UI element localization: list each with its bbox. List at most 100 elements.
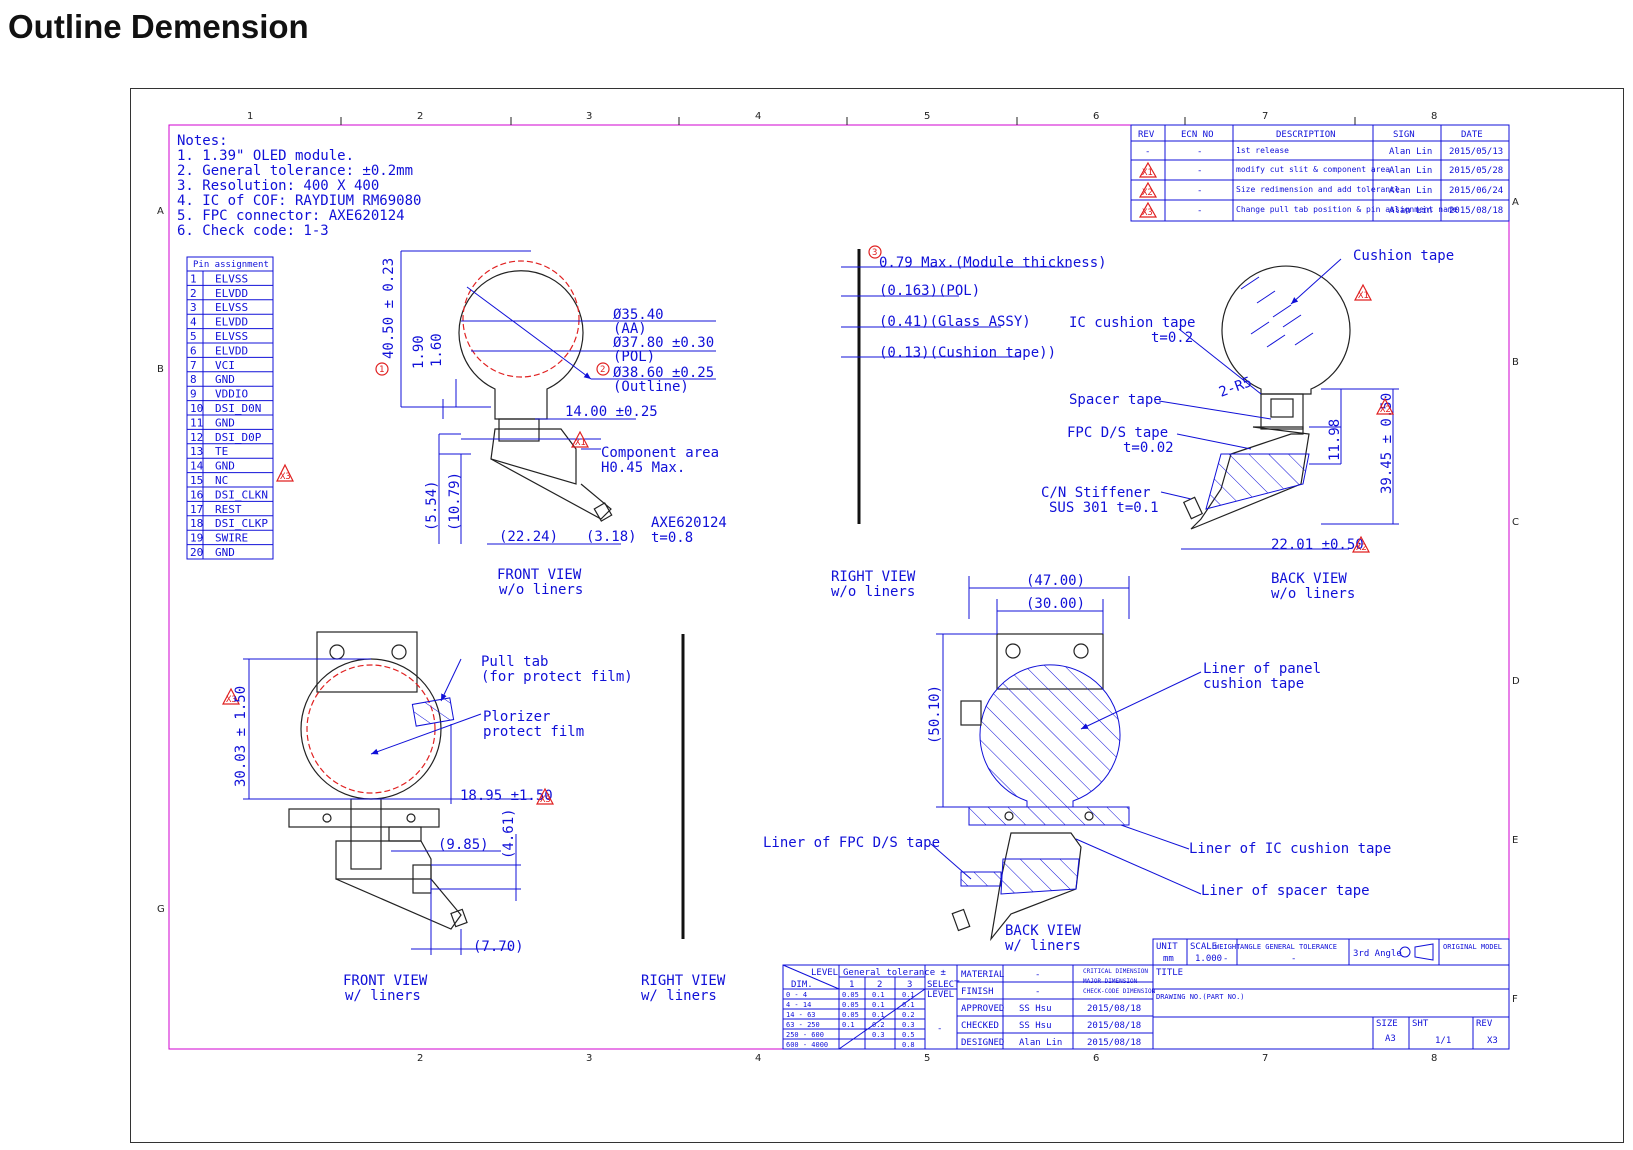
pull-tab-label: Pull tab xyxy=(481,654,548,670)
notes: Notes: 1. 1.39" OLED module. 2. General … xyxy=(177,133,421,239)
pin-signal: ELVDD xyxy=(215,344,248,357)
row-label: F xyxy=(1512,994,1518,1005)
pin-number: 10 xyxy=(190,402,203,415)
row-label: A xyxy=(157,206,164,217)
revision-table: REV ECN NO DESCRIPTION SIGN DATE --1st r… xyxy=(1130,124,1510,222)
tb-size-value: A3 xyxy=(1385,1034,1396,1044)
connector-label: AXE620124 xyxy=(651,515,727,531)
rev-mark-x1: X1 xyxy=(1358,291,1369,301)
tol-col: 3 xyxy=(907,980,912,990)
rev-header: DATE xyxy=(1461,130,1483,140)
pin-signal: ELVSS xyxy=(215,330,248,343)
col-label: 7 xyxy=(1262,111,1268,122)
view-label: FRONT VIEW xyxy=(497,567,582,583)
row-label: B xyxy=(1512,357,1519,368)
tb-rev-value: X3 xyxy=(1487,1036,1498,1046)
rev-description: 1st release xyxy=(1236,146,1289,155)
rev-triangle xyxy=(1138,181,1158,198)
tb-title: TITLE xyxy=(1156,968,1183,978)
dim-outline: Ø38.60 ±0.25 xyxy=(613,365,714,381)
rev-mark-x3: X3 xyxy=(226,695,237,705)
rev-description: Size redimension and add tolerance xyxy=(1236,185,1400,194)
tb-legend: CRITICAL DIMENSION xyxy=(1083,968,1148,975)
front-view-top: Ø35.40 (AA) Ø37.80 ±0.30 (POL) 2 Ø38.60 … xyxy=(375,250,727,598)
ic-cushion-thickness: t=0.2 xyxy=(1151,330,1193,346)
dim-50-10: (50.10) xyxy=(927,685,943,744)
tb-finish-value: - xyxy=(1035,987,1040,997)
tol-value: 0.1 xyxy=(872,991,885,999)
pin-number: 13 xyxy=(190,445,203,458)
pin-signal: GND xyxy=(215,460,235,473)
connector-thickness: t=0.8 xyxy=(651,530,693,546)
dim-1-90: 1.90 xyxy=(411,335,427,369)
note-line: 6. Check code: 1-3 xyxy=(177,223,329,239)
tolerance-table: LEVEL General tolerance ± DIM. 1 2 3 SEL… xyxy=(782,964,960,1050)
tol-col: 1 xyxy=(849,980,854,990)
pin-signal: NC xyxy=(215,474,228,487)
view-sublabel: w/o liners xyxy=(499,582,583,598)
dim-cushion-thickness: (0.13)(Cushion tape)) xyxy=(879,345,1056,361)
cushion-tape-label: Cushion tape xyxy=(1353,248,1454,264)
projection-icon xyxy=(1399,946,1411,958)
tol-select: SELECT xyxy=(927,980,960,990)
pin-signal: SWIRE xyxy=(215,532,248,545)
tb-angle: ANGLE GENERAL TOLERANCE xyxy=(1240,943,1337,951)
dim-14-00: 14.00 ±0.25 xyxy=(565,404,658,420)
tb-legend: CHECK-CODE DIMENSION xyxy=(1083,988,1156,995)
fpc-tape-label: FPC D/S tape xyxy=(1067,425,1168,441)
zone-markers: 1 2 3 4 5 6 7 8 2 3 4 5 6 7 8 A B G A B … xyxy=(157,111,1520,1064)
col-label: 5 xyxy=(924,111,930,122)
pin-signal: VDDIO xyxy=(215,388,248,401)
pin-number: 2 xyxy=(190,287,197,300)
pin-signal: GND xyxy=(215,546,235,559)
dim-9-85: (9.85) xyxy=(438,837,489,853)
pin-table-title: Pin assignment xyxy=(193,260,269,270)
pin-signal: DSI_D0P xyxy=(215,431,262,444)
liner-spacer-label: Liner of spacer tape xyxy=(1201,883,1370,899)
dim-module-thickness: 0.79 Max.(Module thickness) xyxy=(879,255,1107,271)
tol-select-value: - xyxy=(937,1024,942,1034)
dim-7-70: (7.70) xyxy=(473,939,524,955)
front-view-bottom: Pull tab (for protect film) Plorizer pro… xyxy=(222,631,633,1004)
tb-size: SIZE xyxy=(1376,1019,1398,1029)
fpc-tape-thickness: t=0.02 xyxy=(1123,440,1174,456)
rev-id: - xyxy=(1145,147,1150,157)
back-view-top: Cushion tape X1 IC cushion tape t=0.2 2-… xyxy=(1041,248,1454,602)
pin-signal: DSI_CLKN xyxy=(215,488,268,501)
pin-number: 17 xyxy=(190,503,203,516)
col-label: 4 xyxy=(755,111,761,122)
view-sublabel: w/ liners xyxy=(1005,938,1081,954)
rev-date: 2015/08/18 xyxy=(1449,206,1503,216)
rev-id: X1 xyxy=(1142,168,1153,178)
tol-value: 0.2 xyxy=(872,1021,885,1029)
dim-47-00: (47.00) xyxy=(1026,573,1085,589)
tb-approved-date: 2015/08/18 xyxy=(1087,1004,1141,1014)
tol-value: 0.5 xyxy=(902,1031,915,1039)
tb-unit: UNIT xyxy=(1156,942,1178,952)
pin-number: 16 xyxy=(190,488,203,501)
tb-angle-value: - xyxy=(1291,954,1296,964)
pin-number: 1 xyxy=(190,272,197,285)
pin-signal: DSI_D0N xyxy=(215,402,261,415)
title-block: MATERIAL - FINISH - APPROVED SS Hsu 2015… xyxy=(956,938,1510,1050)
tol-value: 0.05 xyxy=(842,1001,859,1009)
pin-number: 3 xyxy=(190,301,197,314)
tol-value: 0.1 xyxy=(842,1021,855,1029)
tb-sheet-value: 1/1 xyxy=(1435,1036,1451,1046)
pin-signal: TE xyxy=(215,445,228,458)
spacer-tape-label: Spacer tape xyxy=(1069,392,1162,408)
rev-ecn: - xyxy=(1197,186,1202,196)
pin-number: 8 xyxy=(190,373,197,386)
col-label: 5 xyxy=(924,1053,930,1064)
pin-signal: VCI xyxy=(215,359,235,372)
polarizer-film-label: Plorizer xyxy=(483,709,550,725)
row-label: B xyxy=(157,364,164,375)
dim-glass-thickness: (0.41)(Glass ASSY) xyxy=(879,314,1031,330)
tb-scale-value: 1.000 xyxy=(1195,954,1222,964)
marker-2: 2 xyxy=(600,365,605,375)
tol-value: 0.3 xyxy=(872,1031,885,1039)
rev-triangle xyxy=(1138,201,1158,218)
pin-signal: GND xyxy=(215,416,235,429)
